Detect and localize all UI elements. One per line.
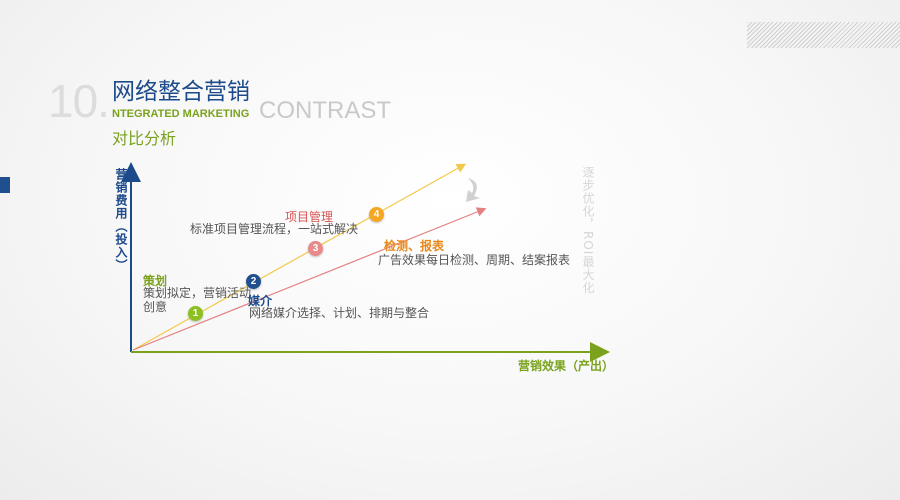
stage-4-badge: 4 bbox=[369, 207, 384, 222]
stage-1-title: 策划 bbox=[143, 274, 168, 288]
stage-1-desc: 策划拟定，营销活动创意 bbox=[143, 286, 252, 314]
stage-3-badge: 3 bbox=[308, 241, 323, 256]
y-axis-label: 营销费用（投入） bbox=[114, 168, 128, 272]
stage-1-badge: 1 bbox=[188, 306, 203, 321]
trend-line-red bbox=[132, 207, 487, 351]
section-number: 10. bbox=[48, 75, 110, 127]
stage-3-title: 项目管理 bbox=[285, 210, 334, 224]
stage-2-title: 媒介 bbox=[248, 294, 273, 308]
stage-4-title: 检测、报表 bbox=[384, 239, 445, 253]
stage-2-desc: 网络媒介选择、计划、排期与整合 bbox=[249, 306, 430, 320]
contrast-label: CONTRAST bbox=[259, 97, 391, 124]
page-title: 网络整合营销 bbox=[112, 79, 250, 105]
page-subtitle: 对比分析 bbox=[112, 129, 177, 148]
page-title-english: NTEGRATED MARKETING bbox=[112, 108, 250, 120]
side-accent-mark bbox=[0, 177, 10, 193]
roi-vertical-text: 逐步优化，ROI最大化 bbox=[581, 166, 595, 295]
trend-line-yellow bbox=[132, 163, 467, 351]
stage-2-badge: 2 bbox=[246, 274, 261, 289]
stage-4-desc: 广告效果每日检测、周期、结案报表 bbox=[378, 253, 571, 267]
stage-3-desc: 标准项目管理流程，一站式解决 bbox=[190, 222, 359, 236]
x-axis-label: 营销效果（产出） bbox=[518, 359, 615, 373]
decorative-hatch-bar bbox=[747, 22, 900, 48]
optimize-arrow-icon bbox=[466, 178, 480, 202]
